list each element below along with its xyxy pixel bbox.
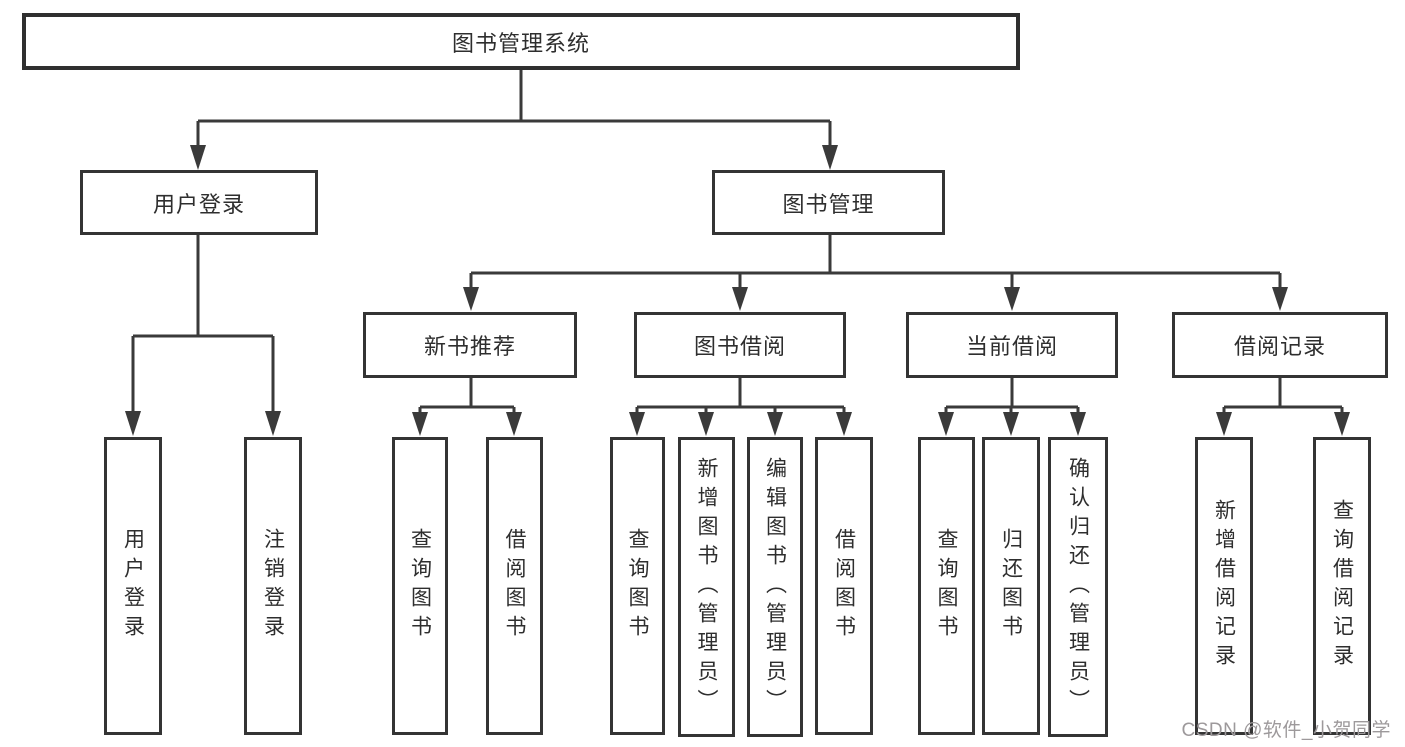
node-current-borrow: 当前借阅 <box>906 312 1118 378</box>
leaf-label: 借阅图书 <box>832 528 856 644</box>
connector-book-borrow-to-leaves <box>629 378 852 436</box>
leaf-label: 查询借阅记录 <box>1330 499 1354 673</box>
node-label: 图书借阅 <box>693 334 786 359</box>
leaf-edit-books-admin: 编辑图书（管理员） <box>747 437 803 737</box>
leaf-label: 查询图书 <box>935 528 958 644</box>
node-user-login: 用户登录 <box>80 170 318 235</box>
leaf-label: 确认归还（管理员） <box>1066 456 1090 718</box>
node-label: 图书管理 <box>782 191 875 217</box>
leaf-confirm-return-admin: 确认归还（管理员） <box>1048 437 1108 737</box>
node-label: 当前借阅 <box>965 334 1058 359</box>
leaf-label: 归还图书 <box>999 528 1023 644</box>
node-label: 新书推荐 <box>423 334 516 359</box>
leaf-label: 查询图书 <box>626 528 649 644</box>
leaf-label: 新增图书（管理员） <box>695 456 718 718</box>
node-label: 图书管理系统 <box>451 30 590 56</box>
connector-root-to-level2 <box>190 70 838 170</box>
leaf-add-borrow-record: 新增借阅记录 <box>1195 437 1253 735</box>
leaf-borrow-books: 借阅图书 <box>815 437 873 735</box>
leaf-query-books-borrow: 查询图书 <box>610 437 665 735</box>
node-borrow-records: 借阅记录 <box>1172 312 1388 378</box>
connector-current-borrow-to-leaves <box>938 378 1086 436</box>
connector-new-book-recommend-to-leaves <box>412 378 522 436</box>
leaf-add-books-admin: 新增图书（管理员） <box>678 437 735 737</box>
leaf-borrow-books-recommend: 借阅图书 <box>486 437 543 735</box>
leaf-label: 注销登录 <box>261 528 285 644</box>
leaf-user-login: 用户登录 <box>104 437 162 735</box>
node-label: 借阅记录 <box>1233 334 1326 359</box>
node-library-management-system: 图书管理系统 <box>22 13 1020 70</box>
leaf-logout: 注销登录 <box>244 437 302 735</box>
node-book-management: 图书管理 <box>712 170 945 235</box>
node-book-borrow: 图书借阅 <box>634 312 846 378</box>
leaf-query-borrow-record: 查询借阅记录 <box>1313 437 1371 735</box>
watermark: CSDN @软件_小贺同学 <box>1181 720 1391 741</box>
node-label: 用户登录 <box>152 191 245 217</box>
leaf-label: 新增借阅记录 <box>1212 499 1236 673</box>
leaf-query-books-current: 查询图书 <box>918 437 975 735</box>
leaf-label: 用户登录 <box>121 528 145 644</box>
connector-user-login-to-leaves <box>125 235 281 436</box>
connector-book-management-to-level3 <box>463 235 1288 311</box>
leaf-label: 查询图书 <box>408 528 432 644</box>
connector-borrow-records-to-leaves <box>1216 378 1350 436</box>
leaf-query-books-recommend: 查询图书 <box>392 437 448 735</box>
leaf-label: 编辑图书（管理员） <box>763 456 787 718</box>
leaf-label: 借阅图书 <box>503 528 526 644</box>
leaf-return-books: 归还图书 <box>982 437 1040 735</box>
node-new-book-recommend: 新书推荐 <box>363 312 577 378</box>
